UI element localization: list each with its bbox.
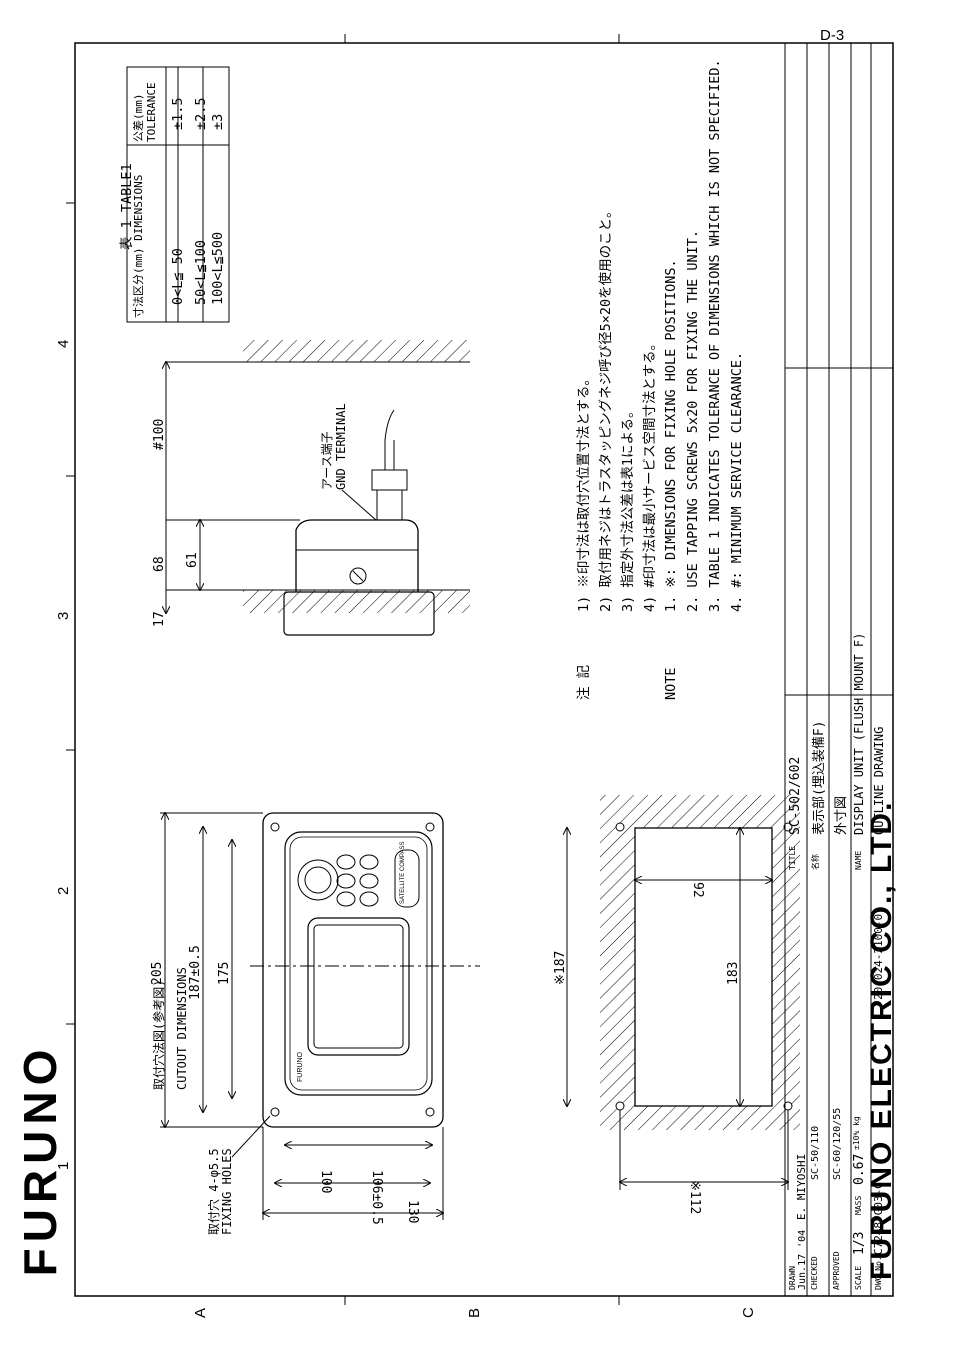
frame-col-4: 4 (55, 339, 72, 348)
note-en-4: 4. #: MINIMUM SERVICE CLEARANCE. (729, 351, 745, 612)
table1-row2-dim: 50<L≦100 (193, 239, 209, 305)
dim-cut-187: ※187 (553, 950, 568, 985)
gnd-terminal-en: GND TERMINAL (334, 403, 348, 490)
tb-mass-tol: ±10% kg (852, 1116, 861, 1150)
note-jp-4: 4) #印寸法は最小サービス空間寸法とする。 (642, 336, 658, 612)
dim-106: 106±0.5 (369, 1170, 384, 1225)
dim-cut-112: ※112 (687, 1180, 702, 1215)
table1-row1-tol: ±1.5 (170, 97, 186, 130)
tb-name-jp2: 外寸図 (834, 795, 849, 835)
frame-row-c: C (740, 1307, 757, 1318)
note-en-3: 3. TABLE 1 INDICATES TOLERANCE OF DIMENS… (707, 59, 723, 612)
tb-name-en: DISPLAY UNIT (FLUSH MOUNT F) (852, 632, 866, 835)
fixing-holes-en: FIXING HOLES (220, 1148, 234, 1235)
title-block-grid (784, 43, 893, 1296)
note-en-1: 1. ※: DIMENSIONS FOR FIXING HOLE POSITIO… (663, 259, 679, 612)
note-jp-1: 1) ※印寸法は取付穴位置寸法とする。 (576, 372, 592, 612)
tb-ref2: SC-60/120/55 (832, 1107, 843, 1180)
cutout-view (567, 795, 800, 1190)
tb-title-label: TITLE (788, 845, 797, 870)
dim-61: 61 (185, 552, 200, 568)
dim-cut-92: 92 (690, 882, 705, 898)
side-view (166, 340, 470, 636)
cutout-title-jp: 取付穴法図(参考図) (152, 979, 166, 1090)
notes-jp-label: 注 記 (576, 664, 592, 700)
dim-187: 187±0.5 (188, 945, 203, 1000)
dim-100: 100 (318, 1170, 333, 1194)
tb-drawn-label: DRAWN (788, 1265, 797, 1290)
table1-header-tolerance: 公差(mm) TOLERANCE (132, 82, 158, 142)
company-name: FURUNO ELECTRIC CO., LTD. (865, 800, 898, 1280)
dim-130: 130 (405, 1200, 420, 1224)
frame-col-3: 3 (55, 611, 72, 620)
note-jp-2: 2) 取付用ネジはトラスタッピングネジ呼び径5×20を使用のこと。 (598, 204, 614, 612)
tb-name-jp: 表示部(埋込装備F) (812, 720, 827, 835)
dim-175: 175 (217, 961, 232, 985)
compass-label: SATELLITE COMPASS (400, 841, 406, 904)
frame-col-1: 1 (55, 1161, 72, 1170)
company-name-box: FURUNO ELECTRIC CO., LTD. (865, 801, 945, 1281)
tb-drawn-by: E. MIYOSHI (795, 1153, 808, 1220)
dim-100-clearance: #100 (152, 418, 167, 450)
cutout-title-en: CUTOUT DIMENSIONS (175, 967, 189, 1090)
note-en-2: 2. USE TAPPING SCREWS 5x20 FOR FIXING TH… (685, 229, 701, 612)
dim-cut-183: 183 (726, 961, 741, 985)
unit-brand: FURUNO (297, 1052, 304, 1082)
gnd-terminal-jp: アース端子 (320, 431, 334, 490)
tb-mass-label: MASS (854, 1195, 863, 1215)
tb-ref1: SC-50/110 (810, 1125, 821, 1180)
frame (66, 34, 894, 1305)
frame-row-b: B (466, 1307, 483, 1318)
page-id: D-3 (820, 27, 845, 44)
table1-row1-dim: 0<L≦ 50 (170, 248, 186, 305)
tb-name-label: NAME (854, 850, 863, 870)
note-jp-3: 3) 指定外寸法公差は表1による。 (620, 404, 636, 612)
table1-row2-tol: ±2.5 (193, 97, 209, 130)
tb-approved-label: APPROVED (832, 1251, 841, 1290)
tb-scale-label: SCALE (854, 1265, 863, 1290)
table1-row3-dim: 100<L≦500 (210, 231, 226, 305)
table1-header-dimensions: 寸法区分(mm) DIMENSIONS (132, 174, 145, 318)
table1-grid (126, 66, 230, 323)
tb-title: SC-502/602 (788, 756, 803, 835)
table1-row3-tol: ±3 (210, 113, 226, 130)
tb-checked-label: CHECKED (810, 1256, 819, 1290)
dim-17: 17 (152, 611, 167, 627)
tb-drawn-date: Jun.17 '04 (797, 1229, 808, 1290)
frame-row-a: A (192, 1307, 209, 1318)
front-view (160, 813, 480, 1220)
tb-name-jp-label: 名称 (811, 854, 820, 870)
frame-col-2: 2 (55, 886, 72, 895)
dim-68: 68 (152, 556, 167, 572)
notes-en-label: NOTE (663, 667, 679, 700)
